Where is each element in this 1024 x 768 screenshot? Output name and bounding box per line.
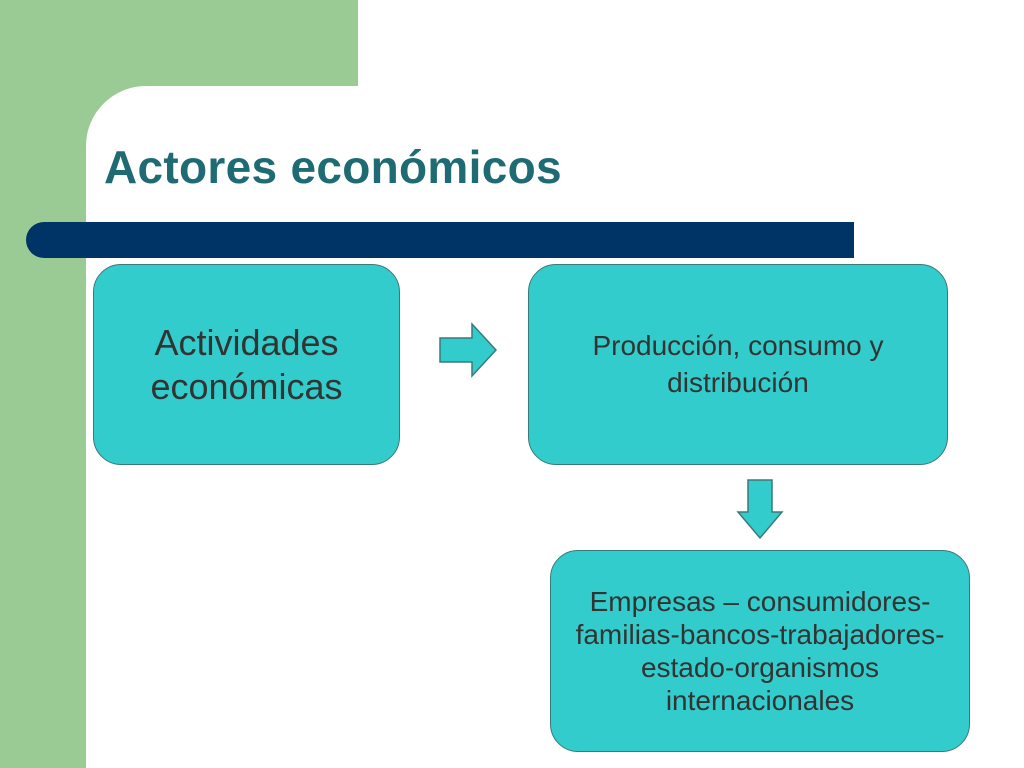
arrow-right-icon bbox=[438, 322, 498, 383]
arrow-down-icon bbox=[736, 478, 784, 545]
box-label: Actividades económicas bbox=[150, 322, 343, 407]
box-actividades-economicas: Actividades económicas bbox=[93, 264, 400, 465]
title-underline-bar bbox=[26, 222, 854, 258]
box-actores: Empresas – consumidores-familias-bancos-… bbox=[550, 550, 970, 752]
box-label: Empresas – consumidores-familias-bancos-… bbox=[575, 585, 945, 717]
slide-title: Actores económicos bbox=[104, 141, 562, 193]
decor-corner bbox=[86, 86, 146, 146]
box-produccion-consumo-distribucion: Producción, consumo y distribución bbox=[528, 264, 948, 465]
box-label: Producción, consumo y distribución bbox=[592, 330, 884, 398]
decor-green-left bbox=[0, 0, 86, 768]
